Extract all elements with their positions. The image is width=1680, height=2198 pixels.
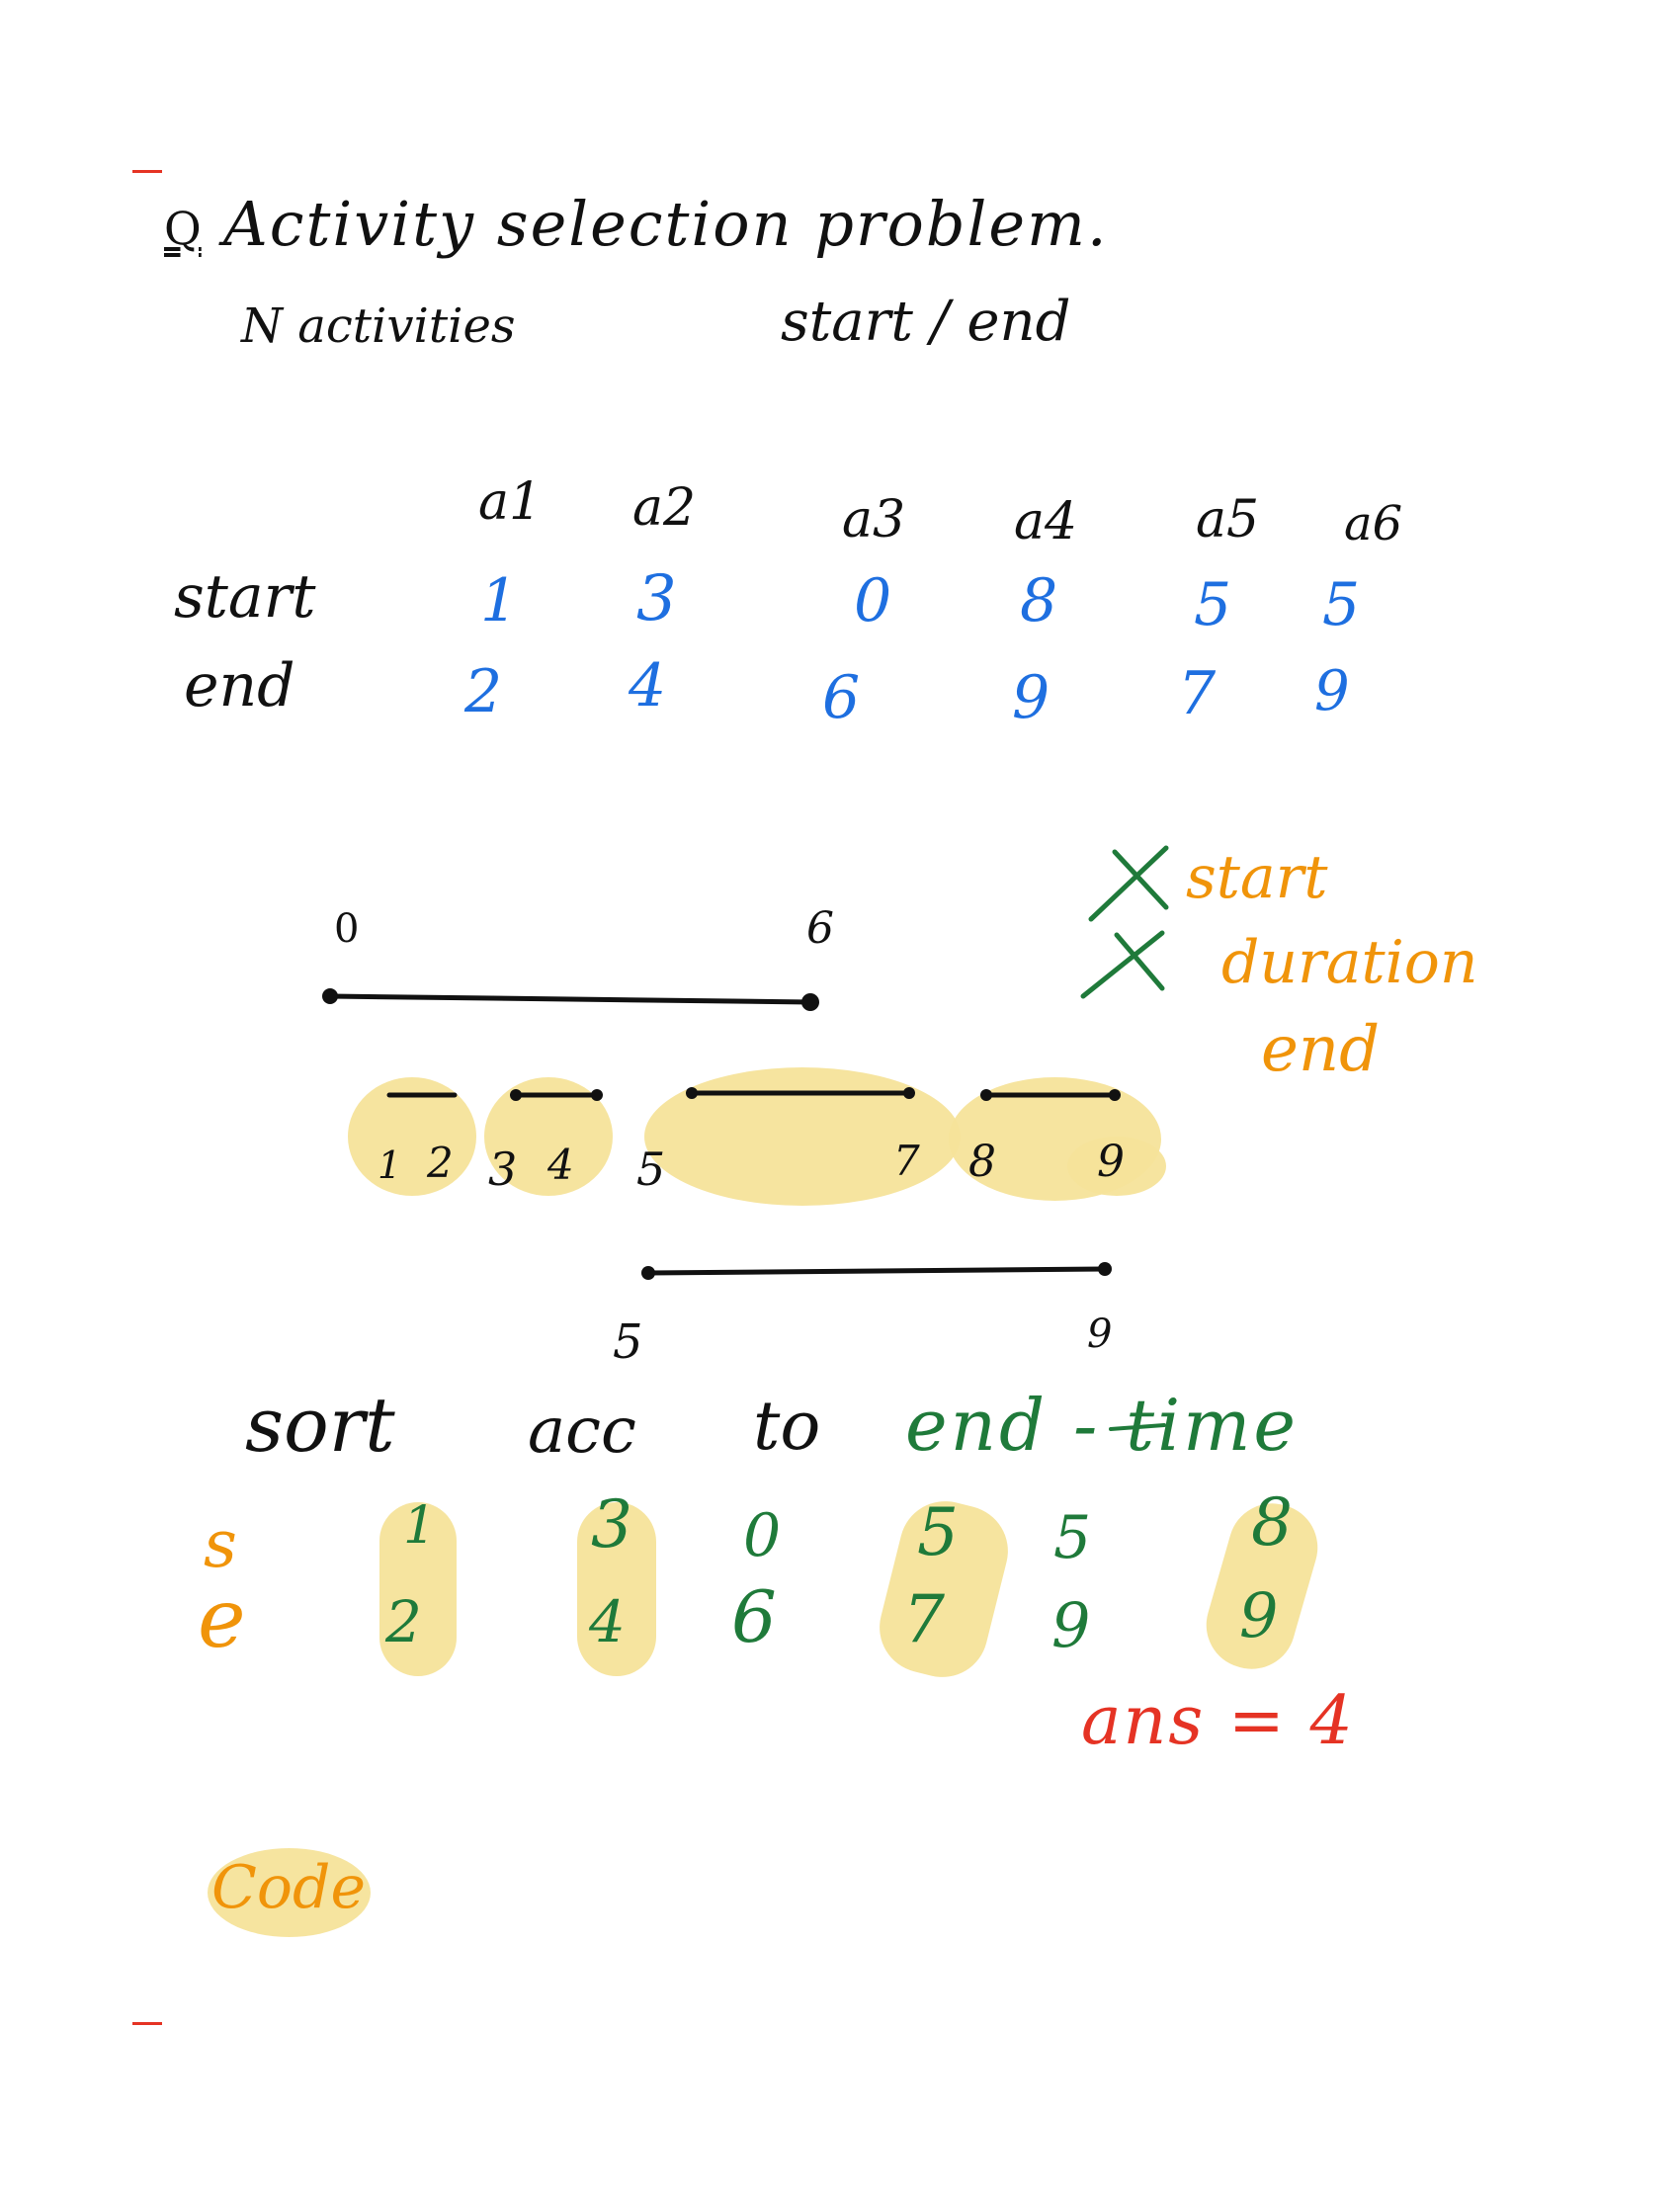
end-time-phrase: end - time (905, 1384, 1300, 1467)
end-value-a3: 6 (822, 663, 861, 732)
highlight-sorted-col-1 (379, 1502, 457, 1676)
row-label-end: end (184, 651, 295, 720)
interval-endpoint-9b (1098, 1262, 1112, 1276)
subtitle-start-end: start / end (781, 290, 1071, 354)
axis-label-4: 4 (547, 1141, 574, 1189)
end-value-a4: 9 (1012, 663, 1050, 732)
rejected-x-duration (1080, 930, 1165, 999)
axis-label-3: 3 (488, 1142, 518, 1196)
to-word: to (753, 1388, 821, 1466)
sorted-start-2: 3 (591, 1486, 632, 1563)
interval-endpoint-3 (510, 1089, 522, 1101)
start-value-a2: 3 (636, 562, 677, 635)
start-value-a6: 5 (1322, 570, 1361, 639)
interval-endpoint-0 (322, 988, 338, 1004)
bottom-margin-mark (132, 2022, 162, 2025)
axis-label-8: 8 (968, 1137, 996, 1187)
activity-header-a1: a1 (478, 472, 543, 532)
interval-bar-0-6 (327, 993, 813, 1005)
activity-header-a6: a6 (1344, 496, 1403, 551)
interval-endpoint-5b (641, 1266, 655, 1280)
sorted-row-label-e: e (198, 1572, 246, 1666)
end-value-a6: 9 (1314, 659, 1350, 723)
answer-text: ans = 4 (1081, 1682, 1355, 1760)
activity-header-a5: a5 (1196, 490, 1260, 550)
highlight-code (208, 1848, 371, 1937)
axis-label-5: 5 (636, 1142, 666, 1196)
criteria-duration: duration (1221, 928, 1478, 997)
start-value-a1: 1 (480, 566, 519, 635)
interval-endpoint-7 (903, 1087, 915, 1099)
sorted-end-6: 9 (1239, 1579, 1279, 1651)
sorted-end-3: 6 (731, 1575, 777, 1658)
sorted-start-4: 5 (917, 1494, 959, 1570)
timeline-label-0: 0 (334, 906, 360, 952)
start-value-a5: 5 (1194, 570, 1232, 639)
timeline-label-6: 6 (806, 903, 834, 954)
axis-label-7: 7 (893, 1137, 920, 1185)
sorted-start-1: 1 (403, 1496, 437, 1556)
interval-endpoint-4 (591, 1089, 603, 1101)
interval-endpoint-9 (1109, 1089, 1121, 1101)
sorted-end-1: 2 (385, 1588, 422, 1655)
interval-endpoint-8 (980, 1089, 992, 1101)
timeline-bottom-label-5: 5 (613, 1314, 643, 1370)
criteria-start: start (1186, 843, 1328, 912)
rejected-x-start (1088, 845, 1169, 922)
interval-bar-5-9 (645, 1266, 1108, 1276)
axis-label-1: 1 (378, 1143, 402, 1187)
question-marker: Q (164, 202, 202, 255)
axis-label-9: 9 (1097, 1137, 1125, 1187)
start-value-a3: 0 (854, 566, 892, 635)
interval-endpoint-6 (801, 993, 819, 1011)
sorted-start-3: 0 (743, 1501, 782, 1570)
sorted-end-4: 7 (903, 1581, 945, 1657)
highlight-sorted-col-2 (577, 1502, 656, 1676)
end-value-a1: 2 (464, 657, 503, 726)
sorted-start-5: 5 (1053, 1503, 1092, 1572)
start-value-a4: 8 (1020, 566, 1058, 635)
timeline-bottom-label-9: 9 (1087, 1311, 1113, 1357)
sorted-start-6: 8 (1251, 1484, 1293, 1561)
activity-header-a4: a4 (1014, 492, 1078, 551)
subtitle-n-activities: N activities (241, 298, 516, 354)
end-time-dash (1109, 1423, 1166, 1431)
criteria-end: end (1261, 1013, 1381, 1086)
end-value-a5: 7 (1178, 659, 1217, 728)
highlight-interval-8-9-tail (1067, 1137, 1166, 1196)
activity-header-a3: a3 (842, 490, 906, 550)
sorted-end-2: 4 (589, 1588, 626, 1655)
acc-word: acc (528, 1395, 636, 1468)
axis-label-2: 2 (427, 1139, 454, 1187)
sort-word: sort (245, 1381, 395, 1469)
activity-header-a2: a2 (632, 478, 697, 538)
top-margin-mark (132, 170, 162, 173)
end-value-a2: 4 (629, 651, 667, 720)
code-label: Code (211, 1853, 366, 1922)
page-title: Activity selection problem. (223, 188, 1109, 260)
interval-endpoint-5 (686, 1087, 698, 1099)
sorted-end-5: 9 (1051, 1589, 1091, 1661)
sorted-row-label-s: s (204, 1506, 237, 1582)
row-label-start: start (174, 562, 316, 632)
